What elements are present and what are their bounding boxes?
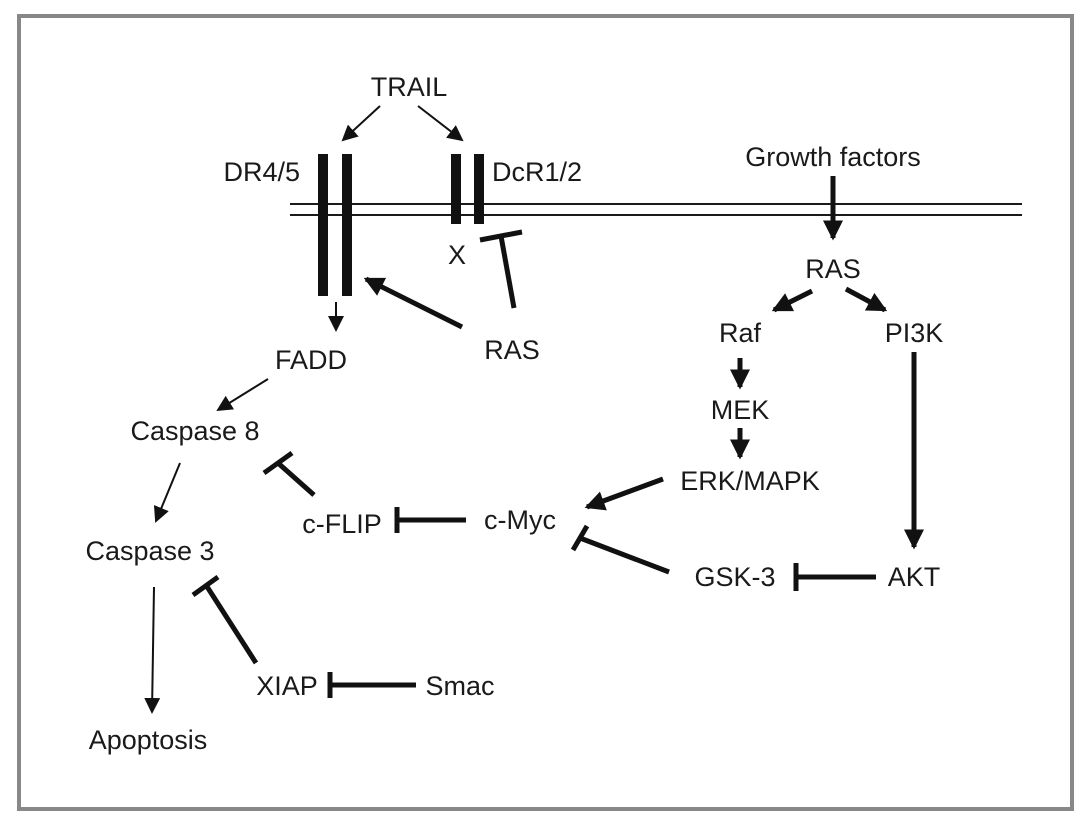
node-apoptosis: Apoptosis <box>89 725 208 755</box>
node-growth-factors: Growth factors <box>745 142 921 172</box>
node-ras-membrane: RAS <box>805 254 861 284</box>
node-caspase8: Caspase 8 <box>130 416 259 446</box>
edge-caspase8-to-caspase3 <box>153 462 181 523</box>
node-mek: MEK <box>711 395 770 425</box>
node-trail: TRAIL <box>371 72 448 102</box>
dr45-receptor <box>318 154 352 296</box>
node-pi3k: PI3K <box>885 318 944 348</box>
edge-xiap-inhibits-caspase3 <box>191 574 259 665</box>
edge-smac-inhibits-xiap <box>327 672 416 698</box>
node-x: X <box>448 240 466 270</box>
edge-cmyc-inhibits-cflip <box>394 507 466 533</box>
edge-ras-inhibits-x <box>479 229 523 309</box>
node-erk-mapk: ERK/MAPK <box>680 466 820 496</box>
node-dcr12: DcR1/2 <box>492 157 582 187</box>
edge-erk-to-cmyc <box>584 476 664 511</box>
dcr12-receptor <box>451 154 484 224</box>
node-gsk3: GSK-3 <box>694 562 775 592</box>
edge-gsk3-inhibits-cmyc <box>570 524 670 575</box>
edge-trail-to-dcr12 <box>417 105 464 142</box>
node-ras-left: RAS <box>484 335 540 365</box>
node-caspase3: Caspase 3 <box>85 536 214 566</box>
node-cflip: c-FLIP <box>302 509 382 539</box>
node-smac: Smac <box>425 671 494 701</box>
node-dr45: DR4/5 <box>223 157 300 187</box>
edge-fadd-to-caspase8 <box>216 378 269 412</box>
edge-cflip-inhibits-caspase8 <box>262 450 316 497</box>
figure-frame <box>17 14 1074 811</box>
node-fadd: FADD <box>275 345 347 375</box>
node-raf: Raf <box>719 318 762 348</box>
node-akt: AKT <box>888 562 941 592</box>
edge-ras-to-dr45 <box>363 276 464 330</box>
edge-ras-to-raf <box>771 288 814 313</box>
edge-ras-to-pi3k <box>844 286 888 313</box>
edge-caspase3-to-apoptosis <box>144 586 161 714</box>
edge-trail-to-dr45 <box>341 105 381 142</box>
node-cmyc: c-Myc <box>484 505 556 535</box>
node-xiap: XIAP <box>256 671 318 701</box>
edge-akt-inhibits-gsk3 <box>793 563 876 591</box>
